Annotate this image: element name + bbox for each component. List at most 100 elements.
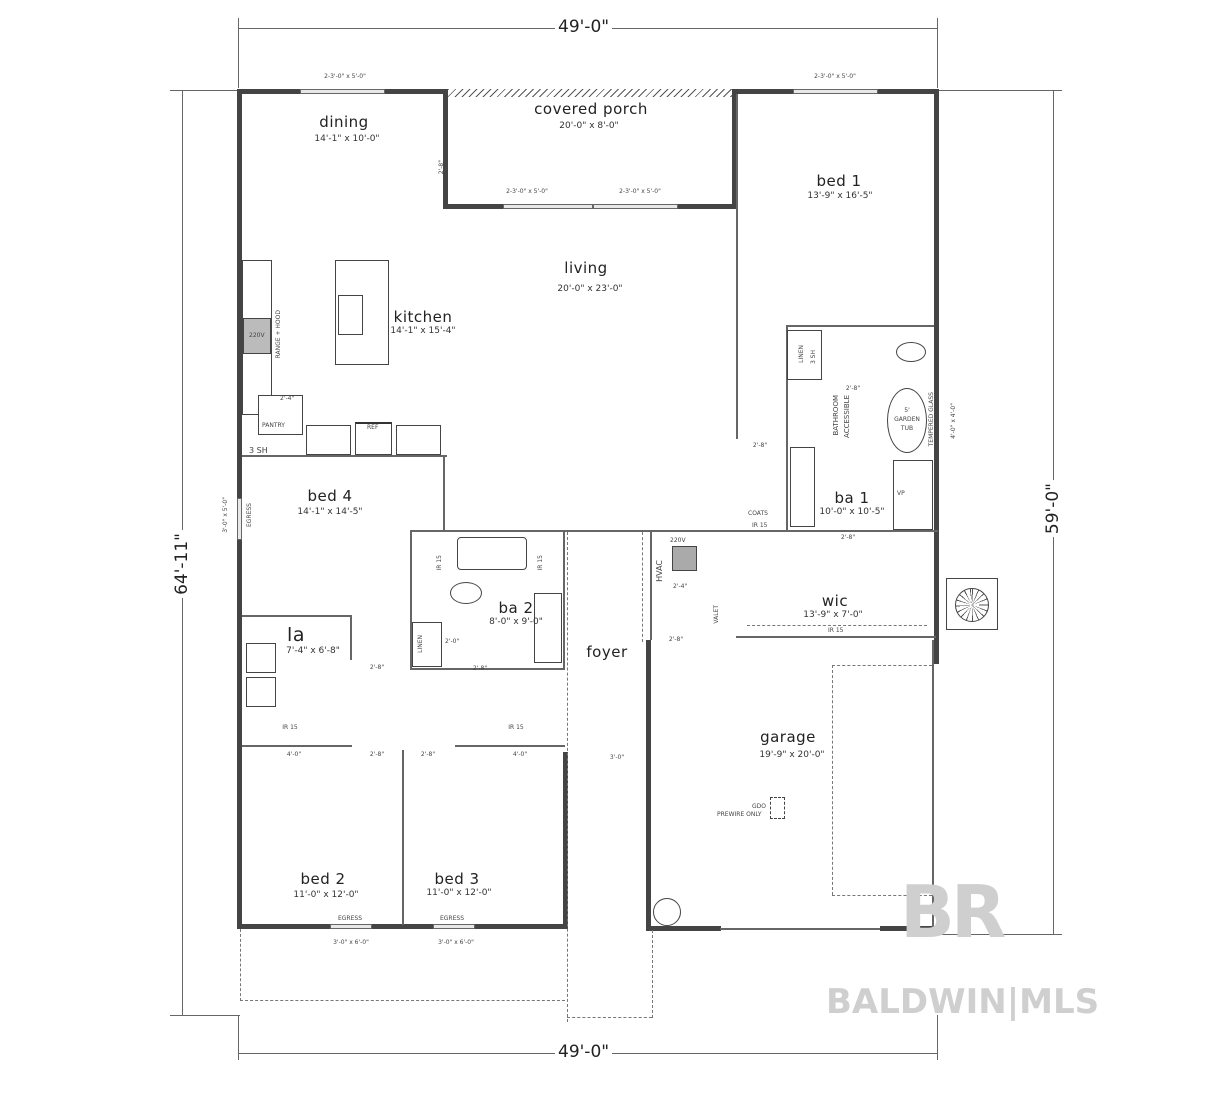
hvac-unit <box>672 546 697 571</box>
room-bed2-dims: 11'-0" x 12'-0" <box>293 890 359 900</box>
coats-ir15: IR 15 <box>752 522 768 529</box>
window-label-living-left: 2-3'-0" x 5'-0" <box>506 188 548 195</box>
top-dim-tick-right <box>937 18 938 88</box>
room-wic-name: wic <box>821 592 849 610</box>
bottom-overall-width: 49'-0" <box>555 1042 613 1062</box>
ba1-door: 2'-8" <box>845 385 861 392</box>
bed2-door: 2'-8" <box>369 751 385 758</box>
exterior-wall-garage-bottom-right <box>880 926 938 931</box>
bed2-closet-door: 4'-0" <box>286 751 302 758</box>
left-dim-tick-bottom <box>170 1015 240 1016</box>
egress-label-bed2: EGRESS <box>337 915 363 922</box>
garage-right-wall <box>932 640 934 930</box>
la-door: 2'-8" <box>369 664 385 671</box>
refrigerator <box>355 422 392 455</box>
front-porch-foyer-edge <box>567 1017 652 1018</box>
exterior-wall-bottom-bedrooms <box>237 924 567 929</box>
window-bed4-egress <box>237 498 242 540</box>
pantry <box>258 395 303 435</box>
garden-tub-size: 5' <box>904 407 910 414</box>
window-label-bed1: 2-3'-0" x 5'-0" <box>814 73 856 80</box>
range-220v-label: 220V <box>249 332 265 339</box>
window-dining-top <box>300 89 385 94</box>
linen-label-ba2: LINEN <box>417 635 424 653</box>
room-living-dims: 20'-0" x 23'-0" <box>557 284 623 294</box>
room-bed3-name: bed 3 <box>434 870 480 888</box>
room-bed2-name: bed 2 <box>300 870 346 888</box>
mls-logo-mark: BR <box>900 870 1006 954</box>
bottom-dim-tick-right <box>937 1015 938 1060</box>
hvac-door: 2'-4" <box>673 583 688 590</box>
garage-entry-door: 2'-8" <box>668 636 684 643</box>
tub-ba2 <box>457 537 527 570</box>
kitchen-counter-bottom-a <box>306 425 351 455</box>
wall-la-top <box>242 615 352 617</box>
toilet-ba1 <box>896 342 926 362</box>
room-bed1-dims: 13'-9" x 16'-5" <box>807 191 873 201</box>
room-bed3-dims: 11'-0" x 12'-0" <box>426 888 492 898</box>
wall-ba2-right <box>563 530 565 670</box>
dining-door: 2'-8" <box>438 160 445 175</box>
exterior-wall-porch-right <box>732 89 737 209</box>
exterior-wall-bed3-right <box>563 752 568 929</box>
vanity-ba2 <box>534 593 562 663</box>
room-dining-name: dining <box>319 113 369 131</box>
tempered-glass-label: TEMPERED GLASS <box>928 392 935 447</box>
exterior-wall-garage-bottom <box>646 926 721 931</box>
kitchen-sink <box>338 295 363 335</box>
ba2-linen-door: 2'-0" <box>445 638 460 645</box>
room-living-name: living <box>564 259 608 277</box>
bed3-closet-ir15: IR 15 <box>508 724 524 731</box>
wic-shelf <box>747 625 927 626</box>
window-label-dining: 2-3'-0" x 5'-0" <box>324 73 366 80</box>
wall-wic-bottom <box>736 636 936 638</box>
pantry-label: PANTRY <box>262 422 285 429</box>
window-bed3-egress <box>433 924 475 929</box>
front-porch-left-edge <box>240 929 241 1001</box>
room-bed4-name: bed 4 <box>307 487 353 505</box>
gdo-outlet-icon <box>770 797 785 819</box>
linen-label-ba1: LINEN <box>798 345 805 363</box>
bottom-dim-tick-left <box>238 1015 239 1060</box>
wall-closet-row-right <box>455 745 565 747</box>
room-ba1-name: ba 1 <box>834 489 870 507</box>
room-porch-dims: 20'-0" x 8'-0" <box>559 121 619 131</box>
ba2-door: 2'-8" <box>472 665 488 672</box>
wall-closet-row-left <box>242 745 352 747</box>
wall-ba1-left <box>786 325 788 530</box>
ba1-3sh-label: 3 SH <box>810 350 817 365</box>
garage-door-line <box>720 928 880 930</box>
wall-ba1-top <box>786 325 934 327</box>
window-bed1-top <box>793 89 878 94</box>
room-la-dims: 7'-4" x 6'-8" <box>286 646 340 656</box>
room-ba1-dims: 10'-0" x 10'-5" <box>819 507 885 517</box>
valet-label: VALET <box>713 605 720 624</box>
front-porch-edge <box>240 1000 565 1001</box>
bed2-closet-ir15: IR 15 <box>282 724 298 731</box>
bathroom-accessible-2: ACCESSIBLE <box>843 395 851 438</box>
ba2-closet-ir15: IR 15 <box>537 555 544 571</box>
window-label-living-right: 2-3'-0" x 5'-0" <box>619 188 661 195</box>
front-door: 3'-0" <box>609 754 625 761</box>
room-ba2-dims: 8'-0" x 9'-0" <box>489 617 543 627</box>
room-ba2-name: ba 2 <box>498 599 534 617</box>
hvac-220v-label: 220V <box>670 537 686 544</box>
pantry-door-label: 2'-4" <box>280 395 295 402</box>
garage-parking-edge <box>832 665 833 895</box>
room-porch-name: covered porch <box>534 100 648 118</box>
window-bed2-egress <box>330 924 372 929</box>
bathroom-accessible-1: BATHROOM <box>832 395 840 436</box>
window-label-bed2: 3'-0" x 6'-0" <box>333 939 369 946</box>
egress-label-bed3: EGRESS <box>439 915 465 922</box>
window-label-ba1: 4'-0" x 4'-0" <box>950 403 957 439</box>
room-foyer-name: foyer <box>586 643 628 661</box>
wall-bed2-bed3 <box>402 750 404 925</box>
kitchen-counter-bottom-b <box>396 425 441 455</box>
water-heater-icon <box>653 898 681 926</box>
wic-door: 2'-8" <box>840 534 856 541</box>
room-wic-dims: 13'-9" x 7'-0" <box>803 610 863 620</box>
linen-closet-ba2 <box>412 622 442 667</box>
exterior-wall-porch-left <box>443 89 448 209</box>
covered-porch-roof-hatch <box>448 89 732 97</box>
foyer-boundary-right <box>642 532 643 642</box>
